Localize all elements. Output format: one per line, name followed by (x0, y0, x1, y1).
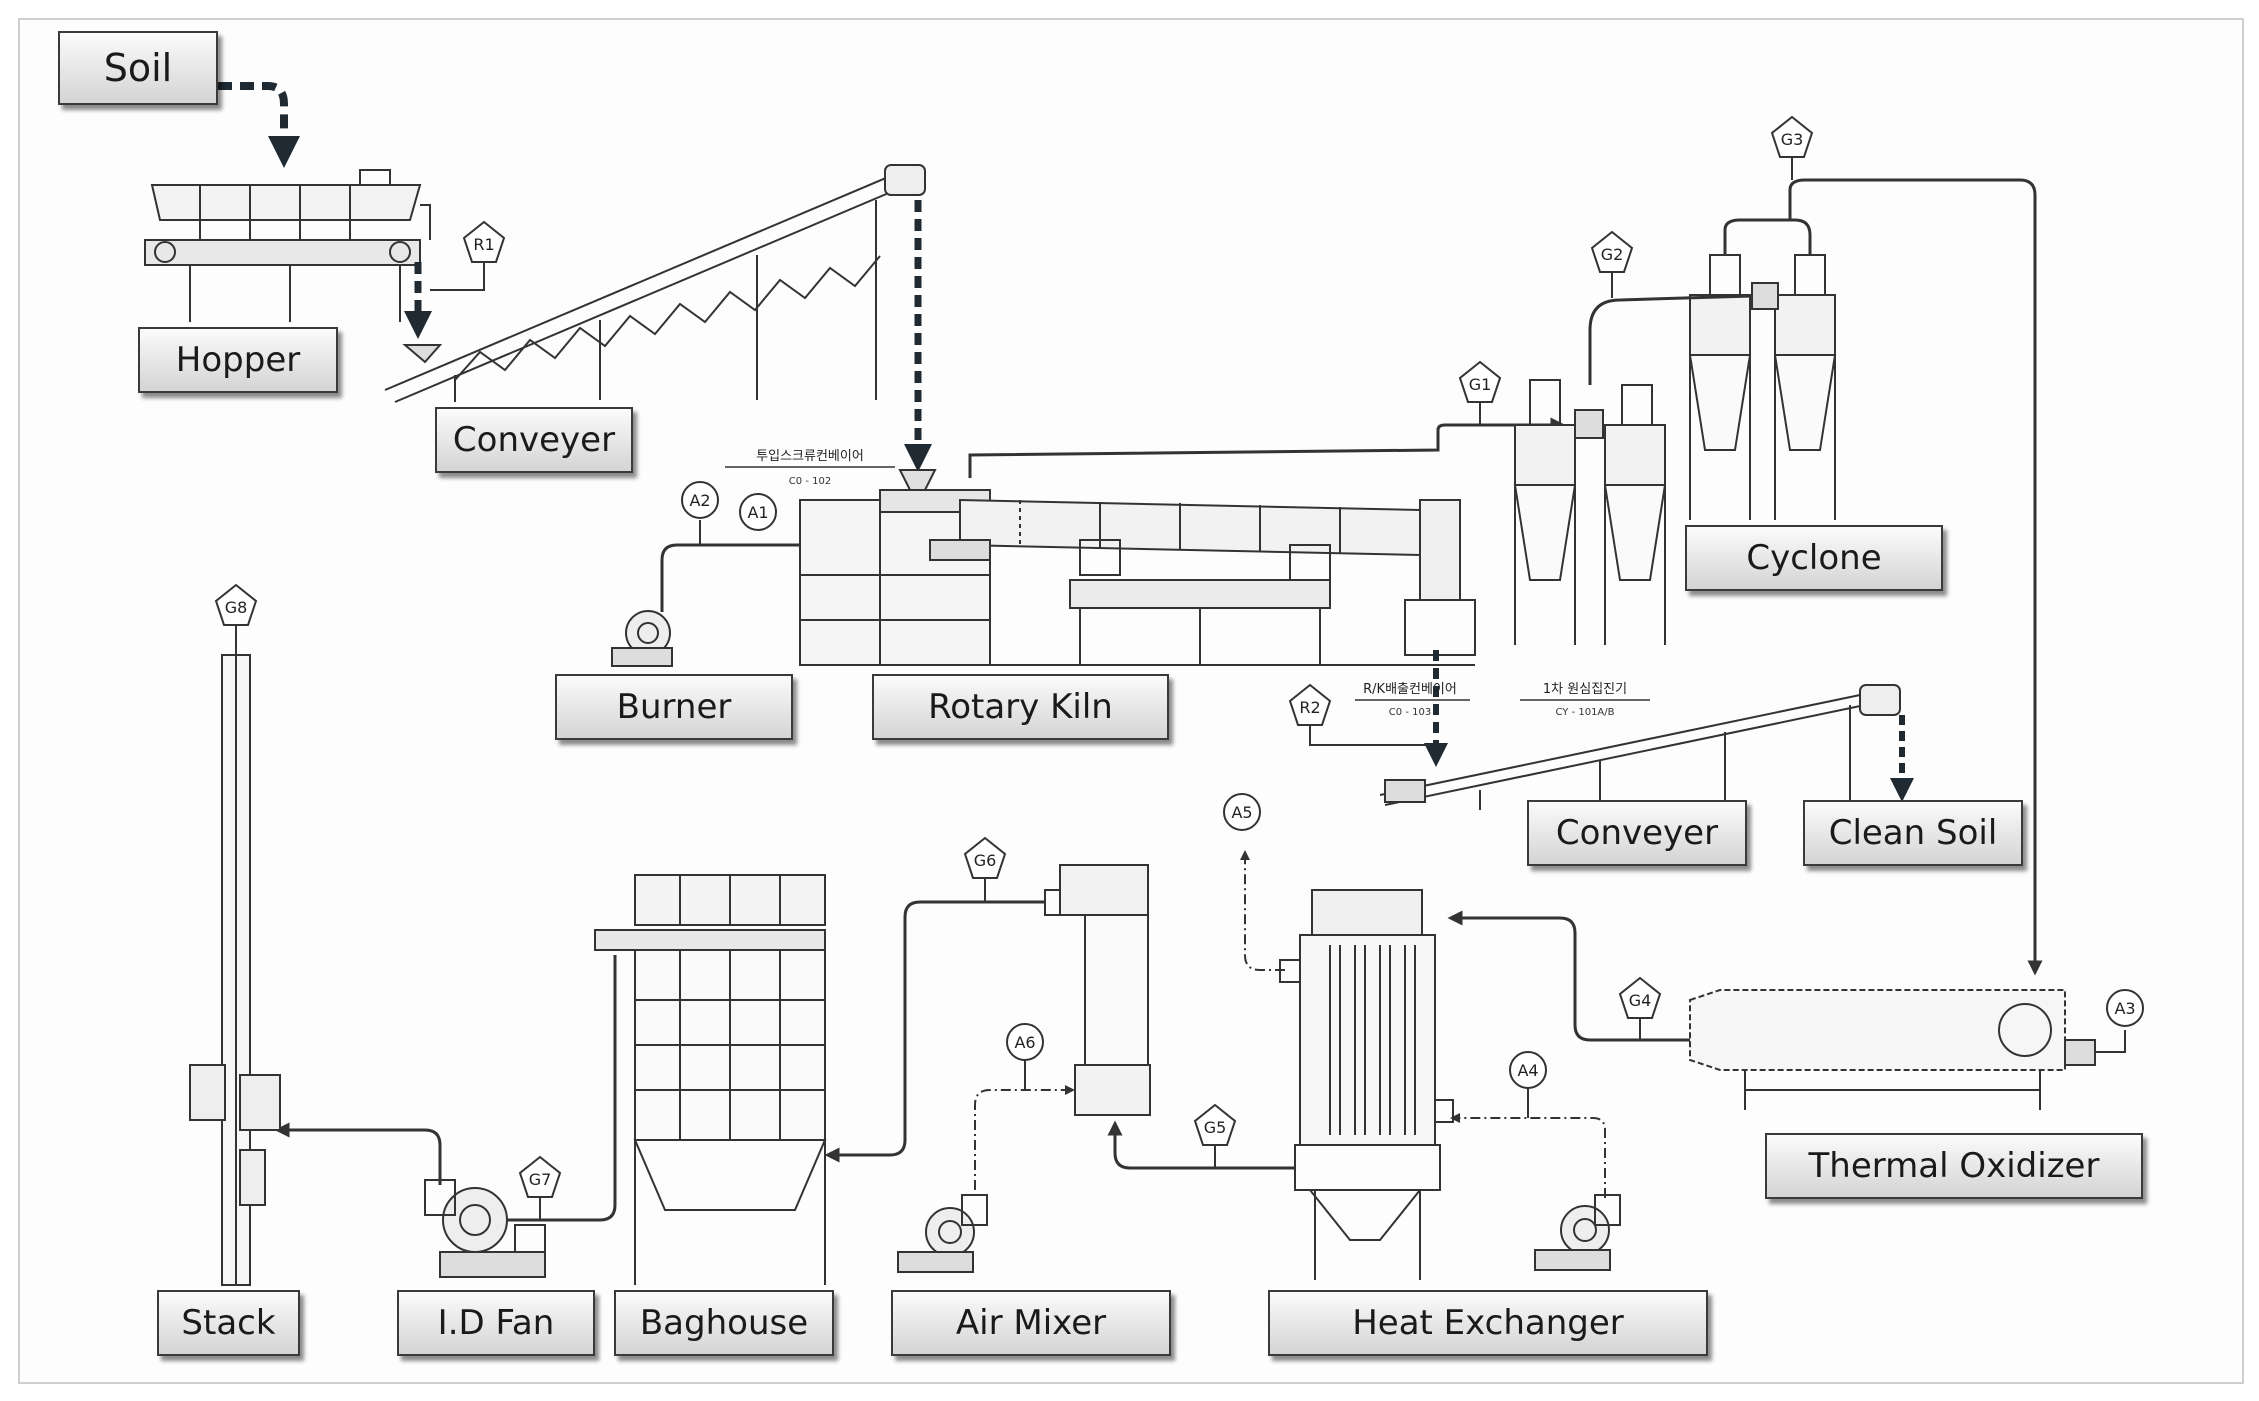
tag-g4: G4 (1618, 976, 1662, 1040)
primary-collector-spec: CY - 101A/B (1555, 707, 1614, 718)
primary-collector-note: 1차 원심집진기 CY - 101A/B (1520, 682, 1650, 718)
hopper-label: Hopper (138, 327, 338, 393)
cyclone-primary-drawing (1513, 379, 1667, 645)
tag-r2-text: R2 (1299, 698, 1320, 717)
rotary-kiln-label: Rotary Kiln (872, 674, 1169, 740)
primary-collector-title: 1차 원심집진기 (1543, 682, 1627, 697)
tag-r1: R1 (430, 220, 506, 291)
cyclone-to-thermal-oxidizer-line-g3 (1788, 178, 2043, 976)
cyclone-secondary-drawing (1688, 254, 1837, 520)
burner-air-line-a2 (660, 543, 800, 612)
burner-drawing (611, 610, 673, 667)
rk-conveyor-spec: C0 - 103 (1389, 707, 1431, 718)
tag-g2: G2 (1590, 230, 1634, 298)
feed-screw-title: 투입스크류컨베이어 (756, 449, 864, 464)
baghouse-label: Baghouse (614, 1290, 834, 1356)
tag-a4-text: A4 (1517, 1061, 1538, 1080)
tag-g4-text: G4 (1629, 991, 1652, 1010)
cyclone-label: Cyclone (1685, 525, 1943, 591)
tag-a3-text: A3 (2114, 999, 2135, 1018)
feed-screw-note: 투입스크류컨베이어 C0 - 102 (725, 449, 895, 487)
tag-a1: A1 (739, 493, 777, 531)
tag-g1-text: G1 (1469, 375, 1492, 394)
burner-label: Burner (555, 674, 793, 740)
tag-r1-text: R1 (473, 235, 494, 254)
soil-label: Soil (58, 31, 218, 105)
conveyer-lower-label: Conveyer (1527, 800, 1747, 866)
id-fan-to-stack-line (274, 1122, 442, 1185)
tag-a2-text: A2 (689, 491, 710, 510)
tag-g5-text: G5 (1204, 1118, 1227, 1137)
a4-air-line (1450, 1113, 1606, 1198)
tag-g3-text: G3 (1781, 130, 1804, 149)
conveyer-upper-label: Conveyer (435, 407, 633, 473)
air-mixer-to-baghouse-line-g6 (824, 900, 1045, 1163)
thermal-oxidizer-label: Thermal Oxidizer (1765, 1133, 2143, 1199)
thermal-oxidizer-drawing (1689, 989, 2096, 1110)
tag-a1-text: A1 (747, 503, 768, 522)
tag-a3: A3 (2106, 989, 2144, 1027)
stack-drawing (189, 654, 281, 1286)
cyclone-link-line-g2 (1588, 294, 1753, 385)
tag-g8-text: G8 (225, 598, 248, 617)
tag-a6-text: A6 (1014, 1033, 1035, 1052)
id-fan-label: I.D Fan (397, 1290, 595, 1356)
feed-screw-spec: C0 - 102 (789, 476, 831, 487)
tag-a4: A4 (1509, 1051, 1547, 1118)
tag-a5-text: A5 (1231, 803, 1252, 822)
to-to-heat-exchanger-line-g4 (1447, 910, 1690, 1042)
baghouse-drawing (594, 874, 827, 1285)
tag-g6: G6 (963, 836, 1007, 902)
tag-g8: G8 (214, 583, 258, 626)
a6-blower-drawing (897, 1194, 988, 1273)
a6-air-line (974, 1085, 1075, 1190)
stack-label: Stack (157, 1290, 300, 1356)
tag-g7: G7 (518, 1155, 562, 1220)
cyclone-top-manifold (1723, 218, 1812, 255)
heat-exchanger-drawing (1279, 889, 1454, 1280)
air-mixer-drawing (1044, 864, 1151, 1116)
rotary-kiln-drawing (799, 469, 1476, 666)
tag-g3: G3 (1770, 115, 1814, 180)
soil-to-hopper-arrow (218, 82, 300, 168)
tag-g1: G1 (1458, 360, 1502, 425)
hopper-drawing (144, 169, 431, 322)
he-to-air-mixer-line-g5 (1107, 1120, 1295, 1170)
a4-blower-drawing (1534, 1194, 1621, 1271)
tag-a2: A2 (681, 481, 719, 519)
kiln-exhaust-line-g1 (968, 417, 1566, 478)
clean-soil-label: Clean Soil (1803, 800, 2023, 866)
conveyer-upper-drawing (384, 164, 926, 403)
a3-tag-leader (2095, 1030, 2126, 1053)
a5-vent-line (1240, 850, 1285, 971)
rk-conveyor-title: R/K배출컨베이어 (1363, 682, 1457, 697)
tag-a6: A6 (1006, 1023, 1044, 1090)
conveyer-lower-drawing (1379, 684, 1901, 810)
heat-exchanger-label: Heat Exchanger (1268, 1290, 1708, 1356)
tag-g7-text: G7 (529, 1170, 552, 1189)
tag-g6-text: G6 (974, 851, 997, 870)
rk-conveyor-note: R/K배출컨베이어 C0 - 103 (1355, 682, 1470, 718)
tag-g5: G5 (1193, 1103, 1237, 1168)
tag-r2: R2 (1288, 683, 1430, 746)
air-mixer-label: Air Mixer (891, 1290, 1171, 1356)
tag-g2-text: G2 (1601, 245, 1624, 264)
baghouse-to-id-fan-line-g7 (485, 955, 617, 1222)
tag-a5: A5 (1223, 793, 1261, 831)
